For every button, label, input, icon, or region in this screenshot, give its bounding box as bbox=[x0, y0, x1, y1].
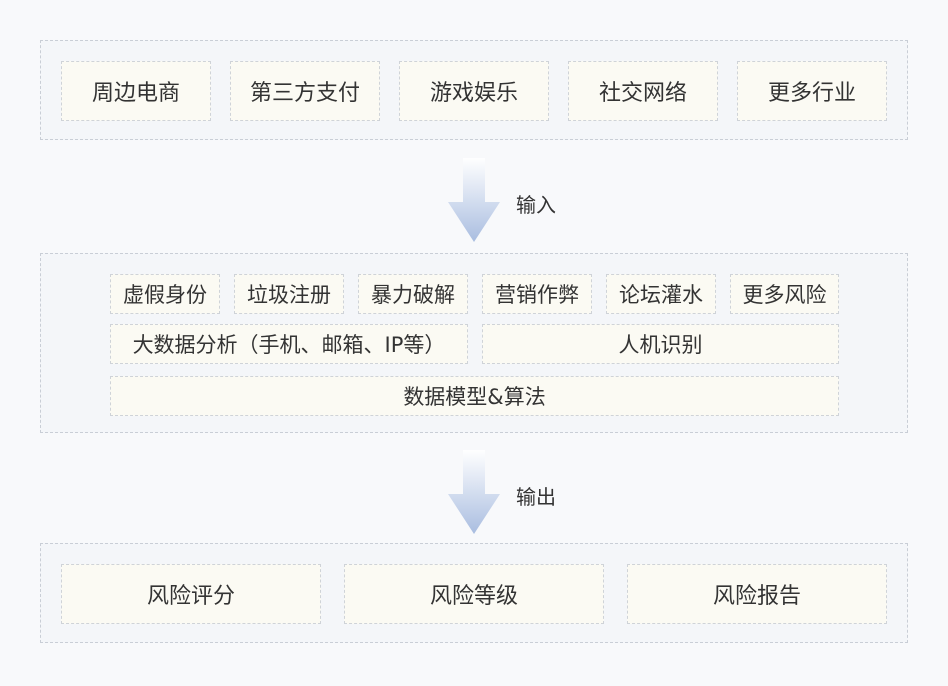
big-data-analysis: 大数据分析（手机、邮箱、IP等） bbox=[110, 324, 468, 364]
input-arrow-icon bbox=[448, 158, 500, 242]
risk-fake-identity: 虚假身份 bbox=[110, 274, 220, 314]
industry-more: 更多行业 bbox=[737, 61, 887, 121]
risk-forum-flooding: 论坛灌水 bbox=[606, 274, 716, 314]
industry-payment: 第三方支付 bbox=[230, 61, 380, 121]
output-label: 输出 bbox=[516, 485, 556, 509]
industry-social: 社交网络 bbox=[568, 61, 718, 121]
captcha-recognition: 人机识别 bbox=[482, 324, 839, 364]
data-models-algorithms: 数据模型&算法 bbox=[110, 376, 839, 416]
output-risk-report: 风险报告 bbox=[627, 564, 887, 624]
risk-brute-force: 暴力破解 bbox=[358, 274, 468, 314]
output-risk-score: 风险评分 bbox=[61, 564, 321, 624]
industry-gaming: 游戏娱乐 bbox=[399, 61, 549, 121]
industry-ecommerce: 周边电商 bbox=[61, 61, 211, 121]
industries-panel: 周边电商 第三方支付 游戏娱乐 社交网络 更多行业 bbox=[40, 40, 908, 140]
risk-analysis-panel: 虚假身份 垃圾注册 暴力破解 营销作弊 论坛灌水 更多风险 大数据分析（手机、邮… bbox=[40, 253, 908, 433]
risk-marketing-fraud: 营销作弊 bbox=[482, 274, 592, 314]
output-risk-level: 风险等级 bbox=[344, 564, 604, 624]
input-label: 输入 bbox=[516, 193, 556, 217]
risk-more: 更多风险 bbox=[730, 274, 839, 314]
risk-spam-registration: 垃圾注册 bbox=[234, 274, 344, 314]
outputs-panel: 风险评分 风险等级 风险报告 bbox=[40, 543, 908, 643]
output-arrow-icon bbox=[448, 450, 500, 534]
